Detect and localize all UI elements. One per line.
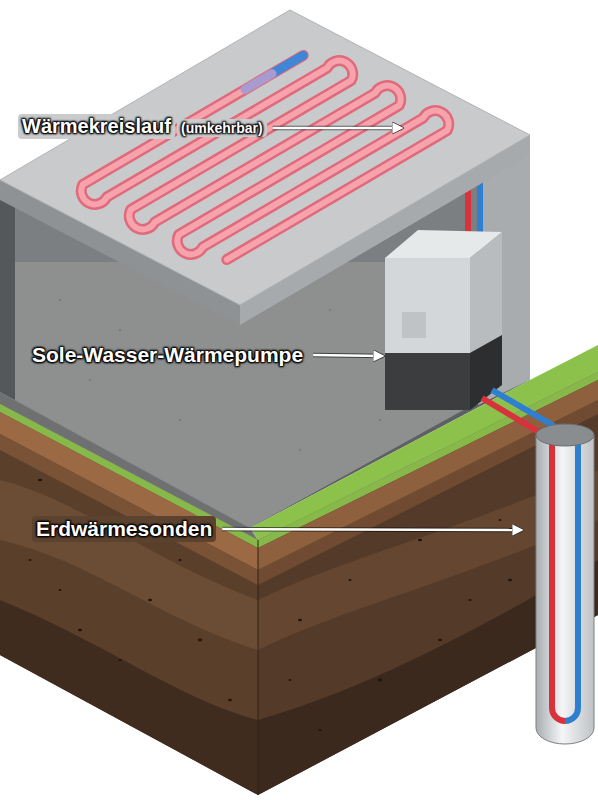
leader-shadow <box>222 527 522 532</box>
heating-loop <box>81 55 448 259</box>
leader-shadow <box>313 353 383 358</box>
soil-right-face <box>258 372 598 795</box>
callout-label: (umkehrbar) <box>177 119 267 137</box>
ceiling-slab <box>0 10 530 325</box>
ground-probe <box>536 424 594 744</box>
callout-label: Sole-Wasser-Wärmepumpe <box>28 342 307 368</box>
soil-pebbles <box>29 479 512 731</box>
block-edge <box>258 540 259 795</box>
callout-label: Wärmekreislauf <box>18 114 175 139</box>
leader-shadow <box>273 126 402 131</box>
leader-arrow <box>313 354 383 357</box>
callout-label: Erdwärmesonden <box>32 516 216 542</box>
left-wall <box>0 185 15 400</box>
leader-arrow <box>273 127 402 130</box>
leader-arrow <box>222 528 522 531</box>
soil-left-face <box>0 404 258 795</box>
heat-pump <box>385 230 502 410</box>
